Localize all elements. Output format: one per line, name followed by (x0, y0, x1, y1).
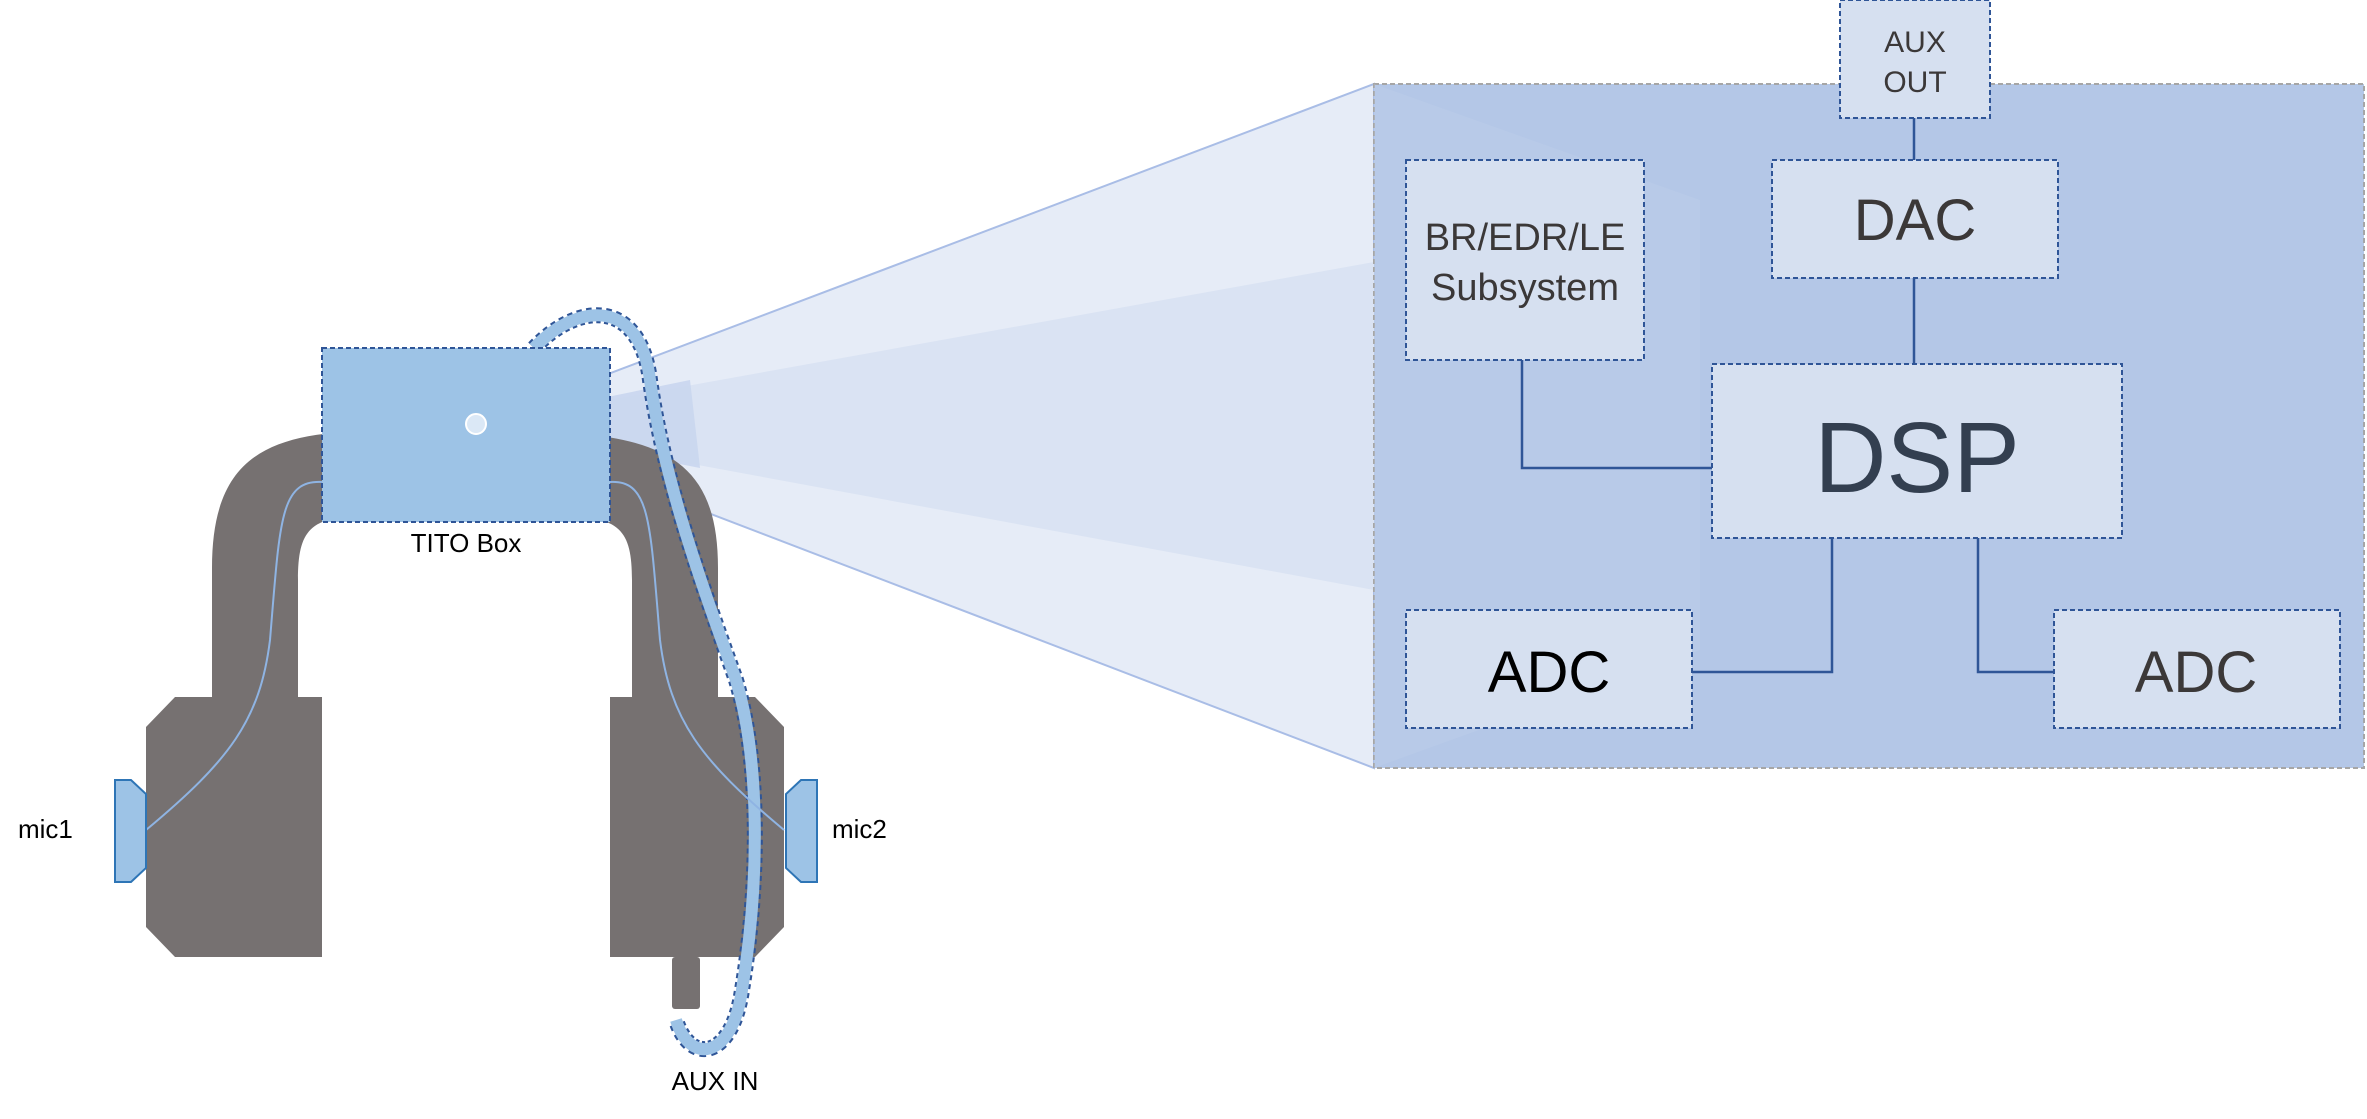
aux-out-label-line2: OUT (1883, 66, 1946, 99)
mic1-label: mic1 (18, 814, 73, 844)
bt-subsystem-box[interactable] (1405, 159, 1645, 361)
tito-box-dot (465, 413, 487, 435)
adc-left-label: ADC (1488, 640, 1610, 705)
bt-subsystem-label-line2: Subsystem (1431, 267, 1619, 309)
dsp-label: DSP (1814, 402, 2020, 514)
aux-in-label: AUX IN (672, 1066, 759, 1096)
bt-subsystem-label-line1: BR/EDR/LE (1425, 217, 1626, 259)
zoom-beam (473, 82, 1375, 770)
tito-box[interactable] (321, 347, 611, 523)
adc-left-box[interactable] (1405, 609, 1693, 729)
tito-box-label: TITO Box (411, 528, 522, 558)
signal-lines (1520, 118, 2054, 674)
aux-out-label-line1: AUX (1884, 26, 1946, 59)
dac-label: DAC (1854, 188, 1976, 253)
aux-in-jack (672, 957, 700, 1009)
left-ear-cup (146, 697, 322, 957)
right-ear-cup (610, 697, 784, 957)
dsp-box[interactable] (1711, 363, 2123, 539)
mic2-icon (785, 779, 818, 883)
dac-box[interactable] (1771, 159, 2059, 279)
aux-out-box[interactable] (1839, 0, 1991, 119)
adc-right-box[interactable] (2053, 609, 2341, 729)
mic-wires (145, 480, 785, 831)
aux-cable (528, 307, 763, 1057)
adc-right-label: ADC (2135, 640, 2257, 705)
mic1-icon (114, 779, 147, 883)
mic2-label: mic2 (832, 814, 887, 844)
